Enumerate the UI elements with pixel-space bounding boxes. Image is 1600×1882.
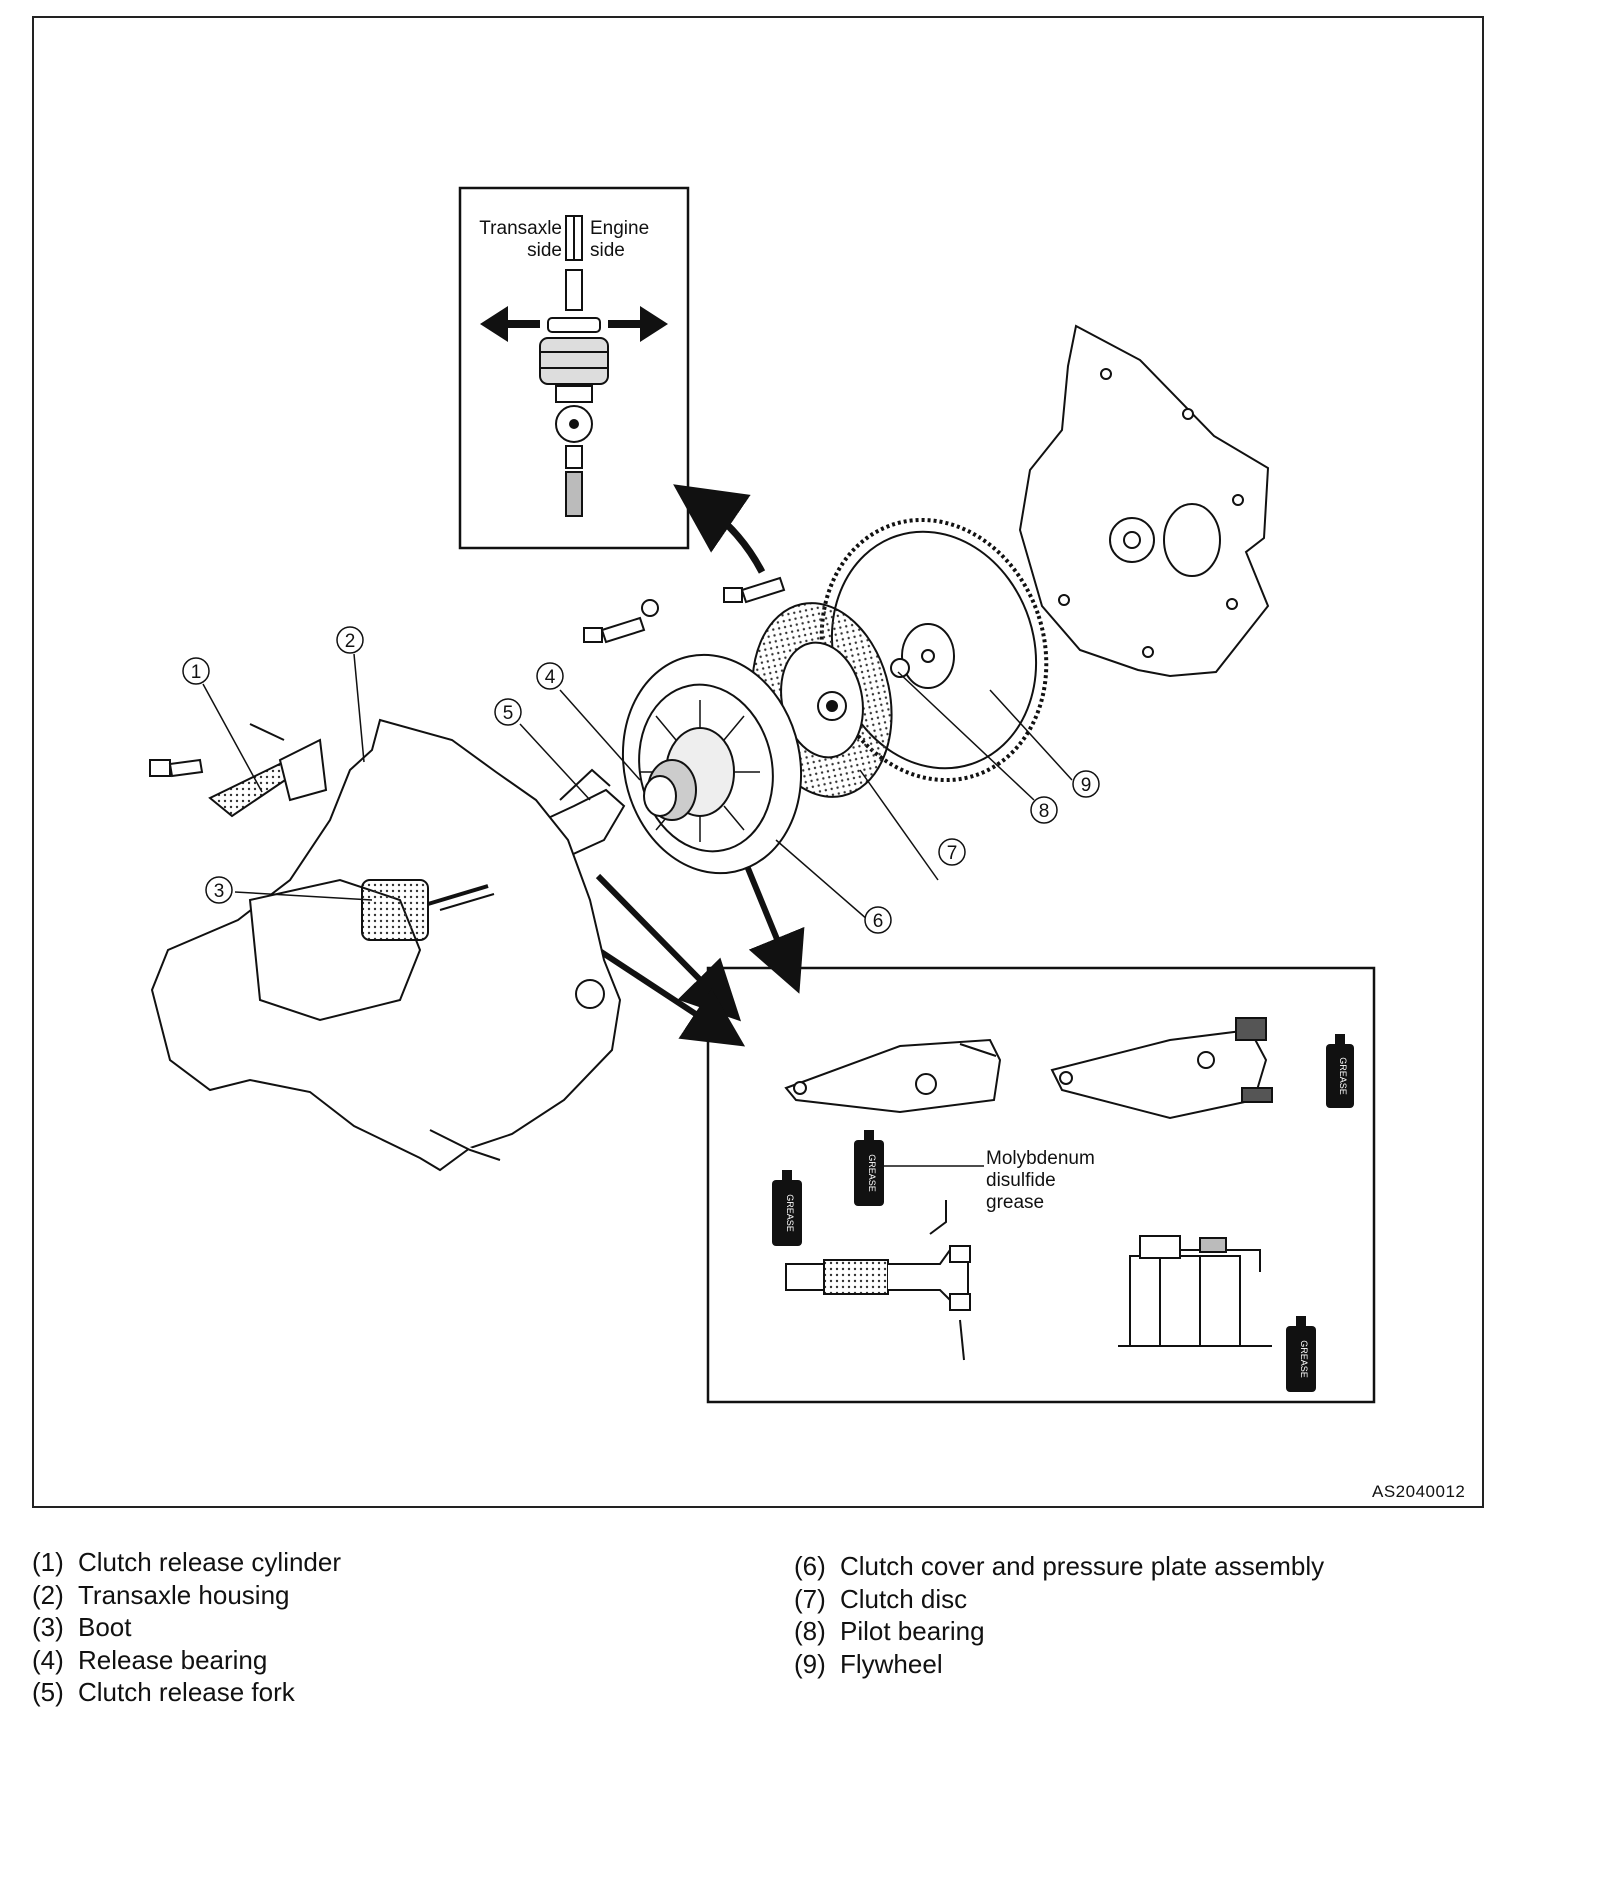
grease-label-line1: Molybdenum bbox=[986, 1148, 1095, 1169]
bolt-icon bbox=[149, 758, 204, 778]
arrow-right-icon bbox=[608, 306, 668, 342]
grease-label-line2: disulfide bbox=[986, 1170, 1056, 1191]
legend-item: (4) Release bearing bbox=[32, 1644, 341, 1677]
engine-label-line1: Engine bbox=[590, 218, 650, 239]
engine-label-line2: side bbox=[590, 240, 625, 261]
callout-4: 4 bbox=[536, 662, 564, 690]
input-shaft-spline-illustration bbox=[785, 1200, 971, 1361]
legend-text: Release bearing bbox=[78, 1644, 268, 1675]
legend-text: Clutch release fork bbox=[78, 1677, 295, 1707]
legend-num: (6) bbox=[794, 1551, 826, 1581]
bearing-sliding-illustration bbox=[539, 215, 609, 517]
legend-item: (9) Flywheel bbox=[794, 1648, 1324, 1681]
svg-text:5: 5 bbox=[503, 703, 514, 724]
svg-text:3: 3 bbox=[214, 881, 225, 902]
legend-num: (8) bbox=[794, 1616, 826, 1646]
bolt-icon bbox=[583, 599, 659, 644]
legend-num: (7) bbox=[794, 1583, 826, 1614]
svg-text:7: 7 bbox=[947, 843, 958, 864]
svg-text:8: 8 bbox=[1039, 801, 1050, 822]
svg-text:GREASE: GREASE bbox=[785, 1194, 795, 1232]
drawing-id: AS2040012 bbox=[1372, 1482, 1466, 1501]
arrow-to-top-inset bbox=[673, 484, 766, 574]
legend-text: Transaxle housing bbox=[78, 1579, 290, 1610]
legend-num: (3) bbox=[32, 1612, 64, 1642]
legend-item: (2) Transaxle housing bbox=[32, 1579, 341, 1612]
legend-left-column: (1) Clutch release cylinder (2) Transaxle … bbox=[32, 1546, 341, 1709]
svg-text:9: 9 bbox=[1081, 775, 1092, 796]
svg-text:GREASE: GREASE bbox=[1299, 1340, 1309, 1378]
legend-text: Clutch disc bbox=[840, 1583, 968, 1614]
grease-label-line3: grease bbox=[986, 1192, 1044, 1213]
legend-text: Clutch cover and pressure plate assembly bbox=[840, 1551, 1325, 1581]
engine-side-label: Engine side bbox=[590, 218, 649, 262]
legend-right-column: (6) Clutch cover and pressure plate assem… bbox=[794, 1550, 1324, 1680]
legend-text: Clutch release cylinder bbox=[78, 1547, 342, 1577]
legend-item: (6) Clutch cover and pressure plate assem… bbox=[794, 1550, 1324, 1583]
grease-can-icon: GREASE bbox=[854, 1130, 884, 1206]
legend-num: (4) bbox=[32, 1644, 64, 1675]
transaxle-label-line2: side bbox=[527, 240, 562, 261]
callout-1: 1 bbox=[182, 657, 210, 685]
svg-text:1: 1 bbox=[191, 662, 202, 683]
legend-item: (8) Pilot bearing bbox=[794, 1615, 1324, 1648]
legend-num: (1) bbox=[32, 1547, 64, 1577]
fork-pivot-illustration bbox=[1050, 1017, 1273, 1120]
arrow-to-bottom-inset bbox=[595, 873, 742, 1022]
transaxle-housing bbox=[150, 718, 622, 1172]
legend-text: Pilot bearing bbox=[840, 1616, 985, 1646]
diagram-frame bbox=[32, 16, 1484, 1508]
callout-8: 8 bbox=[1030, 796, 1058, 824]
svg-text:6: 6 bbox=[873, 911, 884, 932]
svg-text:GREASE: GREASE bbox=[1338, 1057, 1348, 1095]
fork-grease-point-illustration bbox=[784, 1038, 1002, 1114]
callout-6: 6 bbox=[864, 906, 892, 934]
grease-can-icon: GREASE bbox=[1326, 1034, 1354, 1108]
svg-text:GREASE: GREASE bbox=[867, 1154, 877, 1192]
leader-lines bbox=[202, 653, 1073, 921]
bolt-icon bbox=[723, 576, 786, 604]
legend-text: Boot bbox=[78, 1612, 132, 1642]
release-cylinder bbox=[208, 723, 328, 818]
legend-item: (1) Clutch release cylinder bbox=[32, 1546, 341, 1579]
release-bearing bbox=[643, 759, 697, 821]
legend-num: (9) bbox=[794, 1648, 826, 1679]
callout-7: 7 bbox=[938, 838, 966, 866]
transaxle-side-label: Transaxle side bbox=[468, 218, 562, 262]
legend-item: (5) Clutch release fork bbox=[32, 1676, 341, 1709]
grease-can-icon: GREASE bbox=[1286, 1316, 1316, 1392]
legend-num: (5) bbox=[32, 1677, 64, 1707]
callout-3: 3 bbox=[205, 876, 233, 904]
legend-num: (2) bbox=[32, 1579, 64, 1610]
bearing-cross-section-illustration bbox=[1118, 1235, 1272, 1347]
inset-grease-points: GREASE GREASE GREASE GREASE Molybdenum d… bbox=[706, 966, 1376, 1404]
inset-release-direction bbox=[458, 186, 690, 550]
legend-item: (3) Boot bbox=[32, 1611, 341, 1644]
engine-rear-plate bbox=[1018, 324, 1270, 678]
callout-5: 5 bbox=[494, 698, 522, 726]
callout-9: 9 bbox=[1072, 770, 1100, 798]
legend-text: Flywheel bbox=[840, 1648, 943, 1679]
legend-item: (7) Clutch disc bbox=[794, 1583, 1324, 1616]
transaxle-label-line1: Transaxle bbox=[479, 218, 562, 239]
svg-text:4: 4 bbox=[545, 667, 556, 688]
callout-2: 2 bbox=[336, 626, 364, 654]
grease-can-icon: GREASE bbox=[772, 1170, 802, 1246]
clutch-exploded-view: GREASE GREASE GREASE GREASE Molybdenum d… bbox=[149, 186, 1376, 1404]
arrow-left-icon bbox=[480, 306, 540, 342]
svg-text:2: 2 bbox=[345, 631, 356, 652]
